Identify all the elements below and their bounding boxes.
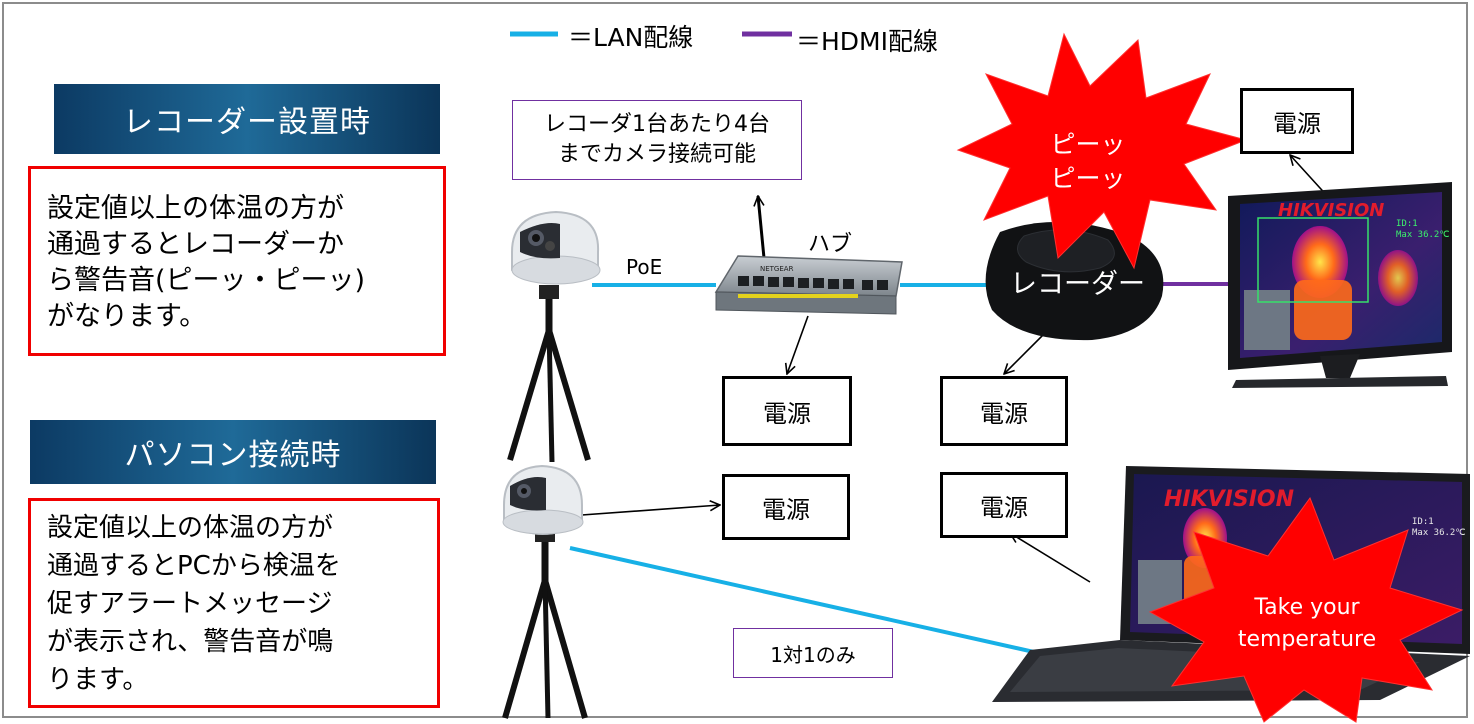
hub-power-box: 電源	[722, 376, 852, 446]
temperature-alert-text: Take your temperature	[1237, 595, 1377, 652]
laptop-power-box: 電源	[940, 472, 1068, 538]
arrow-to-capacity-note	[758, 196, 766, 259]
arrow-hub-power	[787, 315, 809, 374]
pc-section-title: パソコン接続時	[30, 420, 436, 484]
lan-legend-label: ＝LAN配線	[568, 23, 694, 52]
thermal-camera-1	[507, 210, 601, 463]
monitor-power-box: 電源	[1240, 88, 1354, 154]
recorder-power-box: 電源	[940, 376, 1068, 446]
one-to-one-note: 1対1のみ	[733, 628, 893, 678]
arrow-camera2-power	[567, 505, 720, 517]
laptop-brand-text: HIKVISION	[1164, 487, 1294, 512]
recorder-section-description: 設定値以上の体温の方が 通過するとレコーダーか ら警告音(ピーッ・ピーッ) がな…	[28, 166, 446, 356]
recorder-device	[985, 221, 1164, 341]
recorder-capacity-note: レコーダ1台あたり4台 までカメラ接続可能	[512, 100, 802, 180]
recorder-label: レコーダー	[1010, 269, 1145, 300]
pc-section-description: 設定値以上の体温の方が 通過するとPCから検温を 促すアラートメッセージ が表示…	[28, 498, 440, 708]
thermal-camera-2	[502, 464, 588, 719]
hub-label: ハブ	[808, 232, 853, 257]
camera2-power-box: 電源	[722, 474, 850, 540]
poe-label: PoE	[626, 255, 663, 279]
temperature-alert-burst	[1148, 496, 1464, 723]
beep-alert-burst	[956, 32, 1248, 270]
lan-cable-camera-laptop	[569, 546, 1035, 654]
hdmi-legend-label: ＝HDMI配線	[796, 27, 938, 56]
recorder-section-title: レコーダー設置時	[54, 84, 440, 154]
monitor-brand-text: HIKVISION	[1278, 200, 1384, 221]
beep-alert-text: ピーッ ピーッ	[1050, 130, 1126, 193]
arrow-laptop-power	[1010, 533, 1091, 583]
hub-brand-text: NETGEAR	[760, 265, 794, 273]
poe-hub: NETGEAR	[714, 255, 903, 315]
